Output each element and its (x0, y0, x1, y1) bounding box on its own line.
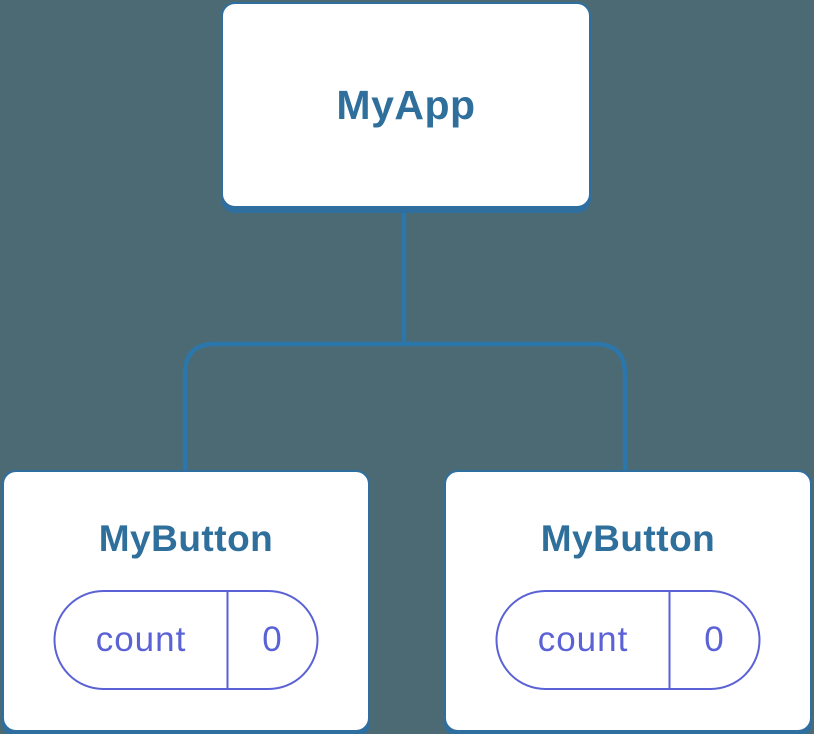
state-key-cell: count (56, 592, 229, 688)
node-myapp-label: MyApp (336, 81, 476, 128)
state-value-label: 0 (704, 620, 725, 659)
node-mybutton-right-label: MyButton (540, 518, 716, 559)
state-key-label: count (537, 620, 629, 659)
node-myapp: MyApp (221, 2, 591, 208)
node-mybutton-right: MyButton count 0 (444, 470, 812, 732)
state-value-cell: 0 (229, 592, 317, 688)
state-key-cell: count (498, 592, 671, 688)
children-bracket-line (182, 341, 628, 472)
state-key-label: count (95, 620, 187, 659)
state-value-cell: 0 (671, 592, 759, 688)
state-pill-left: count 0 (53, 590, 319, 690)
state-value-label: 0 (262, 620, 283, 659)
node-mybutton-left: MyButton count 0 (2, 470, 370, 732)
state-pill-right: count 0 (495, 590, 761, 690)
node-mybutton-left-label: MyButton (98, 518, 274, 559)
